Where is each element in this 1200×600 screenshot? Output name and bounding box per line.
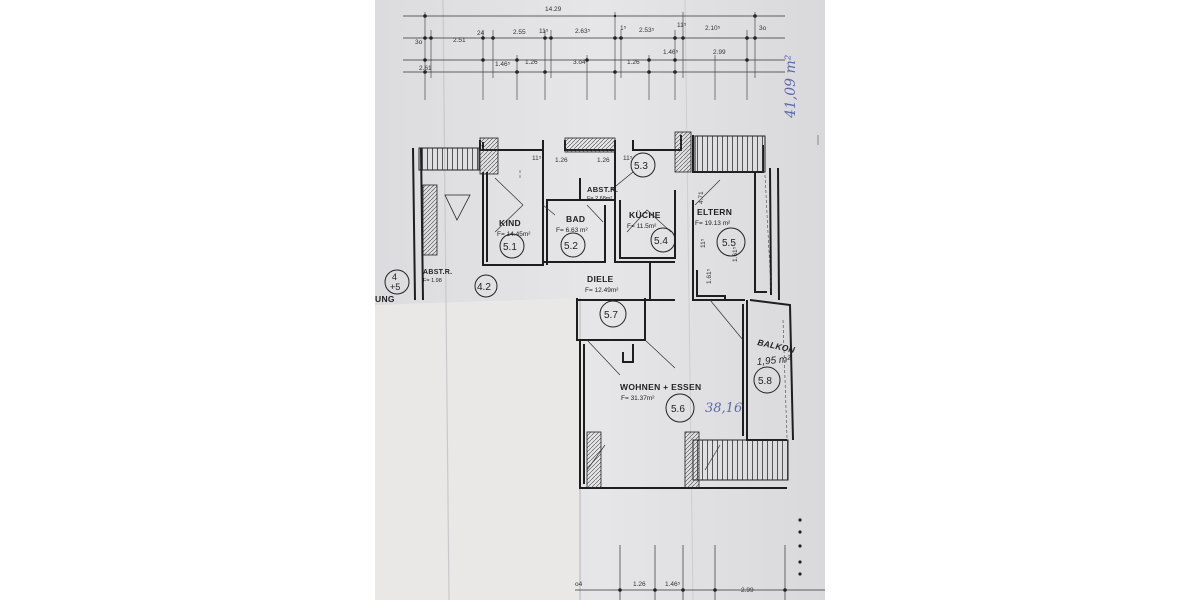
dim-row1-8: 11⁵ [677,22,687,29]
room-area-kuche: F= 11.5m² [627,223,657,230]
dim-bottom-0: 1.26 [633,581,646,588]
room-code-balkon: 5.8 [758,376,772,387]
dim-row2-5: 1.46⁵ [663,49,679,56]
dim-inner-2: 1.26 [597,157,610,164]
leader-line [610,171,634,191]
left-code-4-5b: +5 [390,282,400,292]
left-code-42: 4.2 [477,282,491,293]
room-area-balkon: 1,95 m² [756,354,791,368]
dim-row1-3: 2.55 [513,29,526,36]
room-area-abstr: F= 2.68m² [587,196,612,202]
room-code-bad: 5.2 [564,241,578,252]
handwritten-total: 41,09 m² [783,54,799,119]
room-code-kuche: 5.4 [654,236,668,247]
room-code-circle [650,227,676,253]
dim-eltern-2: 1.61⁵ [706,268,713,284]
room-code-kind: 5.1 [503,242,517,253]
room-area-eltern: F= 19.13 m² [695,220,731,227]
paper-fold-left [375,298,580,600]
room-name-kind: KIND [499,218,521,228]
room-code-diele: 5.7 [604,310,618,321]
dimension-ticks-bottom [618,518,802,592]
dim-row1-0: 3o [415,39,423,46]
wall-hatch [684,431,700,489]
dim-row2-4: 1.26 [627,59,640,66]
dim-bottom-1: 1.46⁵ [665,581,681,588]
wall-hatch [564,137,616,153]
room-name-wohnen: WOHNEN + ESSEN [620,382,701,392]
room-name-eltern: ELTERN [697,207,732,217]
room-code-circle [599,300,627,328]
room-name-kuche: KÜCHE [629,210,661,220]
stair-hatch [422,184,438,256]
room-code-abstr: 5.3 [634,161,648,172]
room-code-circle [630,152,656,178]
room-code-circle [716,227,746,257]
room-name-diele: DIELE [587,274,614,284]
fold-crease [684,0,694,600]
dim-row1-1: 2.51 [453,37,466,44]
room-code-eltern: 5.5 [722,238,736,249]
room-code-circle [499,233,525,259]
triangle-hatch [444,194,471,221]
left-code-4-5: 4 [392,272,397,282]
room-code-circle [384,269,410,295]
room-code-circle [474,274,498,298]
dim-inner-0: 11⁵ [532,155,542,162]
dim-total: 14.29 [545,6,562,13]
room-code-wohnen: 5.6 [671,404,685,415]
room-code-circle [753,366,781,394]
dim-eltern-0: 4.71 [698,191,705,204]
dim-row1-2: 24 [477,30,485,37]
handwritten-wohnen-note: 38,16 [705,401,742,416]
room-name-abstr: ABST.R. [587,185,618,194]
floor-plan-photo: 14.29 3o 2.51 24 2.55 11⁵ 2.63⁵ 1⁵ 2.53⁵… [375,0,825,600]
dim-row2-0: 2.61 [419,65,432,72]
dim-row1-6: 1⁵ [620,25,627,32]
dim-bottom-3: o4 [575,581,583,588]
wall-hatch [674,131,692,173]
dim-row1-7: 2.53⁵ [639,27,655,34]
dim-eltern-1: 11⁵ [700,238,707,248]
dim-row1-10: 3o [759,25,767,32]
room-area-wohnen: F= 31.37m² [621,395,655,402]
room-area-diele: F= 12.49m² [585,287,619,294]
dim-row2-3: 3.o4 [573,59,586,66]
dim-inner-1: 1.26 [555,157,568,164]
balcony-rail-right [694,135,766,173]
dimension-ticks-top [423,14,757,74]
dim-row1-5: 2.63⁵ [575,28,591,35]
balcony-rail-bottom [692,439,789,481]
dim-inner-3: 11⁵ [623,155,633,162]
room-code-circle [665,393,695,423]
door-swings [494,177,744,471]
dim-row2-6: 2.99 [713,49,726,56]
balcony-rail-left [418,147,480,171]
room-name-bad: BAD [566,214,585,224]
dimension-chains-top [403,12,785,100]
dim-row1-9: 2.10⁵ [705,25,721,32]
room-code-circle [560,232,586,258]
dim-side: 1.61⁵ [732,246,739,262]
dim-row2-1: 1.46⁵ [495,61,511,68]
left-partial-text: UNG [375,294,395,304]
fold-crease [442,0,450,600]
wall-hatch [479,137,499,175]
dashed-lines [519,170,788,439]
left-room-area-abstr: F= 1.98 [423,278,442,284]
left-room-name-abstr: ABST.R. [423,269,452,276]
dim-row1-4: 11⁵ [539,28,549,35]
dim-row2-2: 1.26 [525,59,538,66]
room-area-bad: F= 6.63 m² [556,227,588,234]
dim-bottom-2: 2.99 [741,587,754,594]
